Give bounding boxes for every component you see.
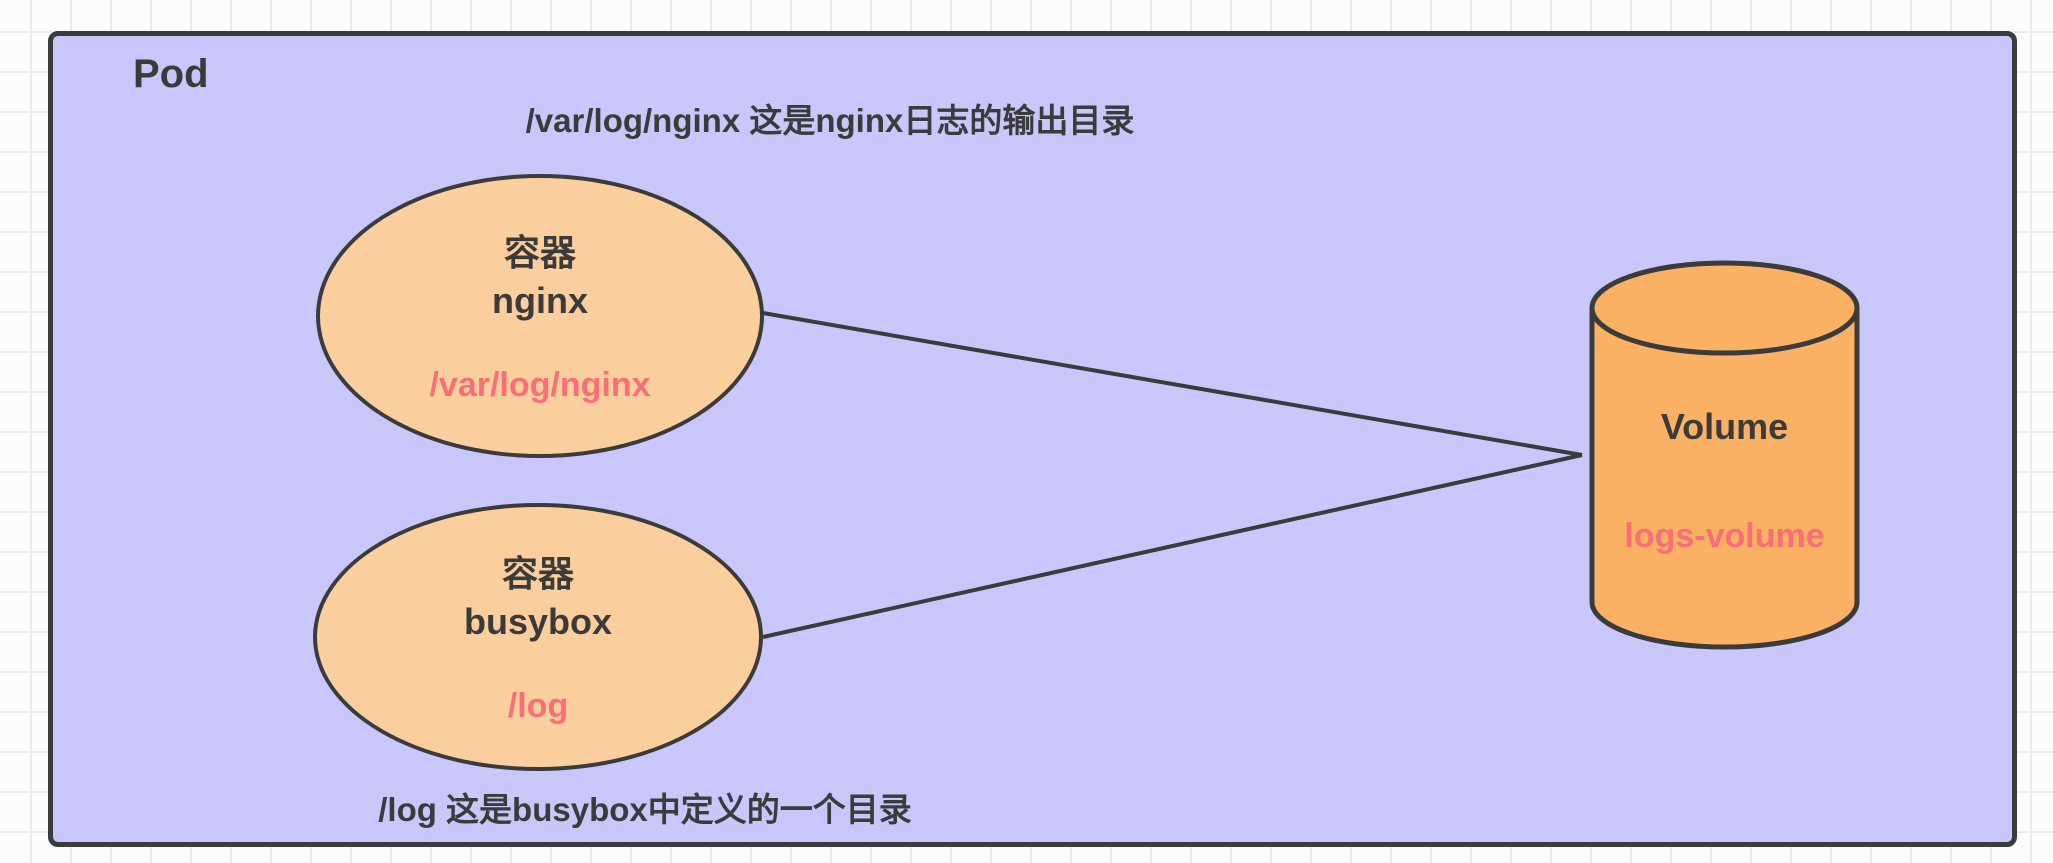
container-mount-path: /var/log/nginx (429, 366, 651, 404)
pod-label: Pod (133, 52, 209, 96)
volume-label: Volume (1660, 406, 1789, 447)
volume-cylinder-top (1589, 260, 1860, 356)
connector-line-busybox-volume (762, 453, 1583, 639)
nginx-logdir-annotation: /var/log/nginx 这是nginx日志的输出目录 (525, 102, 1135, 139)
container-mount-path: /log (507, 687, 569, 725)
container-node-nginx: 容器 nginx /var/log/nginx (316, 174, 764, 458)
volume-cylinder-body (1589, 308, 1860, 650)
volume-cylinder (1589, 260, 1860, 650)
container-node-busybox: 容器 busybox /log (313, 503, 763, 771)
connector-line-nginx-volume (762, 311, 1583, 457)
container-name: busybox (463, 601, 613, 642)
container-name: nginx (492, 280, 588, 321)
container-type-label: 容器 (501, 553, 574, 594)
volume-name: logs-volume (1624, 517, 1825, 555)
busybox-logdir-annotation: /log 这是busybox中定义的一个目录 (378, 791, 912, 828)
container-type-label: 容器 (503, 232, 576, 273)
